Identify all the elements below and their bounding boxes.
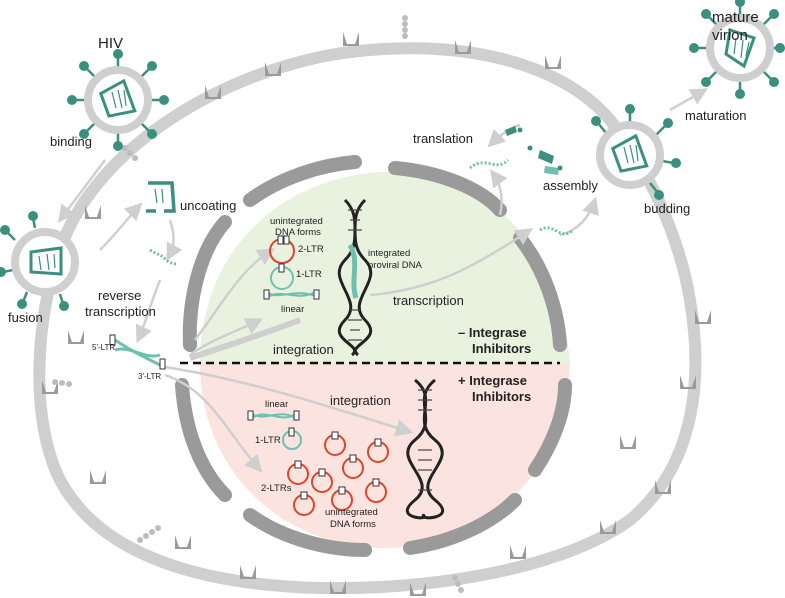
label-unintegrated-top-1: unintegrated <box>270 216 323 227</box>
receptor-icon <box>600 520 616 534</box>
receptor-icon <box>175 535 191 549</box>
receptor-icon <box>680 375 696 389</box>
receptor-icon <box>265 62 281 76</box>
label-1ltr-top: 1-LTR <box>296 269 322 280</box>
receptor-icon <box>205 85 221 99</box>
label-transcription: transcription <box>393 293 464 308</box>
process-arrows <box>57 88 709 473</box>
receptor-icon <box>620 435 636 449</box>
label-1ltr-bottom: 1-LTR <box>255 435 281 446</box>
receptor-icon <box>410 582 426 596</box>
receptor-icon <box>330 580 346 594</box>
viral-dsdna <box>109 334 166 370</box>
label-2ltrs-bottom: 2-LTRs <box>261 483 292 494</box>
label-fusion: fusion <box>8 310 43 325</box>
label-hiv: HIV <box>98 35 123 52</box>
label-translation: translation <box>413 131 473 146</box>
nucleus-upper-region <box>200 171 570 363</box>
label-unintegrated-bottom-1: unintegrated <box>325 507 378 518</box>
receptor-icon <box>240 565 256 579</box>
unintegrated-dna-bottom <box>247 410 389 516</box>
nucleus <box>175 155 572 557</box>
label-3ltr: 3'-LTR <box>138 372 161 381</box>
label-binding: binding <box>50 134 92 149</box>
unintegrated-dna-top <box>263 235 320 300</box>
cell-membrane <box>33 42 702 595</box>
receptor-icon <box>455 40 471 54</box>
label-assembly: assembly <box>543 178 598 193</box>
label-plus-integrase-2: Inhibitors <box>472 389 531 404</box>
hiv-virion <box>67 49 169 151</box>
integrated-proviral-dna <box>337 198 373 357</box>
receptor-icon <box>68 330 84 344</box>
label-plus-integrase-1: + Integrase <box>458 373 527 388</box>
receptor-icon <box>695 310 711 324</box>
fusing-virion <box>0 211 79 311</box>
label-2ltr-top: 2-LTR <box>298 244 324 255</box>
viral-rna-strand <box>149 248 179 266</box>
label-budding: budding <box>644 201 690 216</box>
receptor-icon <box>85 205 101 219</box>
uncoating-capsid <box>146 181 176 213</box>
receptor-icon <box>42 380 58 394</box>
label-transcription-rt: transcription <box>85 304 156 319</box>
label-unintegrated-top-2: DNA forms <box>275 227 321 238</box>
label-integrated-1: integrated <box>368 248 410 259</box>
label-minus-integrase-2: Inhibitors <box>472 341 531 356</box>
nucleus-lower-region <box>200 363 570 549</box>
label-linear-top: linear <box>281 304 304 315</box>
receptor-icon <box>545 55 561 69</box>
host-chromosomal-dna <box>405 378 445 520</box>
mature-virion <box>689 0 785 99</box>
receptor-icon <box>343 32 359 46</box>
nuclear-envelope <box>175 155 572 557</box>
membrane-coreceptors <box>52 15 464 593</box>
label-reverse: reverse <box>98 288 141 303</box>
budding-virion <box>591 104 681 200</box>
receptor-icon <box>510 545 526 559</box>
label-uncoating: uncoating <box>180 198 236 213</box>
label-unintegrated-bottom-2: DNA forms <box>330 519 376 530</box>
label-maturation: maturation <box>685 108 746 123</box>
label-minus-integrase-1: – Integrase <box>458 325 527 340</box>
receptor-icon <box>655 480 671 494</box>
label-mature-virion-1: mature <box>712 9 759 26</box>
integration-arrow-thick <box>189 317 302 361</box>
label-mature-virion-2: virion <box>712 27 748 44</box>
label-integration-top: integration <box>273 342 334 357</box>
label-5ltr: 5'-LTR <box>92 343 115 352</box>
label-integrated-2: proviral DNA <box>368 260 423 271</box>
viral-proteins <box>468 126 573 236</box>
label-linear-bottom: linear <box>265 399 288 410</box>
membrane-receptors <box>42 32 711 596</box>
diagram-labels: HIV mature virion binding fusion uncoati… <box>8 9 759 530</box>
label-integration-bottom: integration <box>330 393 391 408</box>
receptor-icon <box>90 470 106 484</box>
